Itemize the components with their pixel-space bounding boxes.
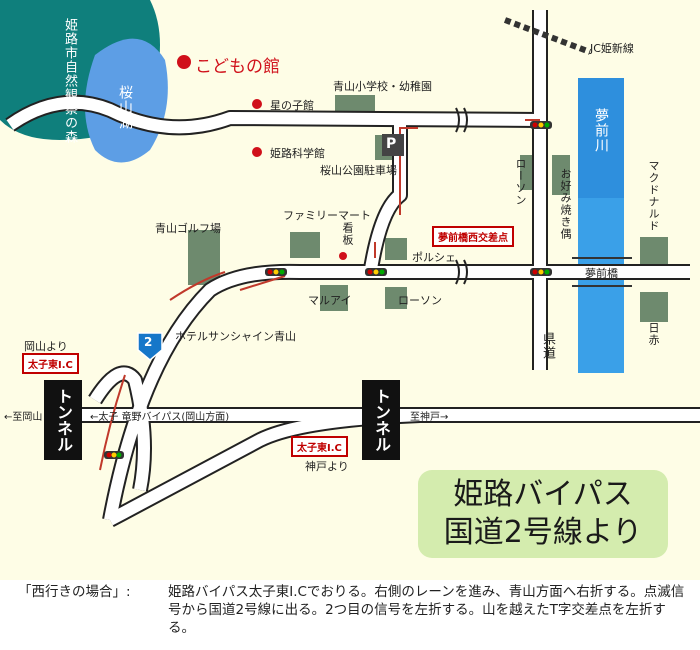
ic-box-top: 太子東I.C	[22, 353, 79, 374]
okonomiyaki-label: お好み焼き偶	[559, 168, 572, 240]
directions-heading: 「西行きの場合」:	[18, 584, 131, 600]
lake-label: 桜山湖	[117, 85, 133, 130]
kanban-label: 看板	[341, 222, 354, 246]
hinomaru-label: 日赤	[647, 322, 660, 346]
nature-forest-label: 姫路市自然観察の森	[62, 18, 77, 144]
lawson-south-label: ローソン	[398, 294, 442, 307]
to-kobe-label: 至神戸→	[410, 412, 449, 423]
jc-railway	[503, 17, 592, 55]
route-arrows	[99, 119, 540, 471]
route-2-shield	[137, 332, 163, 361]
route-shield-number: 2	[144, 335, 153, 349]
hoshinoko-marker	[252, 99, 262, 109]
parking-symbol: P	[386, 136, 397, 152]
bridge-structure	[572, 257, 632, 287]
jc-line-label: JC姫新線	[590, 42, 634, 55]
familymart-label: ファミリーマート	[283, 209, 371, 222]
bridge-label: 夢前橋	[585, 267, 618, 280]
marui-label: マルアイ	[308, 294, 352, 307]
tunnel-east: トンネル	[362, 380, 400, 460]
kagaku-label: 姫路科学館	[270, 147, 325, 160]
golf-label: 青山ゴルフ場	[155, 222, 221, 235]
route-title-box: 姫路バイパス 国道2号線より	[418, 470, 668, 558]
tunnel-west: トンネル	[44, 380, 82, 460]
traffic-signals	[104, 121, 552, 459]
intersection-box: 夢前橋西交差点	[432, 226, 514, 247]
lawson-north-label: ローソン	[514, 158, 527, 206]
kodomo-label: こどもの館	[195, 57, 280, 77]
river-label: 夢前川	[593, 108, 609, 153]
parking-sign-bg	[382, 134, 404, 156]
from-okayama-label: 岡山より	[24, 340, 68, 353]
title-line2: 国道2号線より	[443, 515, 643, 550]
kagaku-marker	[252, 147, 262, 157]
from-kobe-label: 神戸より	[305, 460, 349, 473]
directions-body: 姫路バイパス太子東I.Cでおりる。右側のレーンを進み、青山方面へ右折する。点滅信…	[168, 584, 685, 636]
mcdonalds-label: マクドナルド	[647, 160, 660, 232]
school-label: 青山小学校・幼稚園	[333, 80, 432, 93]
to-okayama-label: ←至岡山	[4, 412, 43, 423]
kendo-label: 県道	[540, 332, 555, 360]
bypass-label: ←太子 竜野バイパス(岡山方面)	[90, 412, 230, 423]
road-break-marks	[455, 107, 468, 285]
hoshinoko-label: 星の子館	[270, 99, 314, 112]
title-line1: 姫路バイパス	[453, 477, 633, 512]
kodomo-marker	[177, 55, 191, 69]
kanban-marker	[339, 252, 347, 260]
hotel-label: ホテルサンシャイン青山	[175, 330, 296, 343]
parking-label: 桜山公園駐車場	[320, 164, 397, 177]
porsche-label: ポルシェ	[412, 251, 456, 264]
ic-box-bottom: 太子東I.C	[291, 436, 348, 457]
